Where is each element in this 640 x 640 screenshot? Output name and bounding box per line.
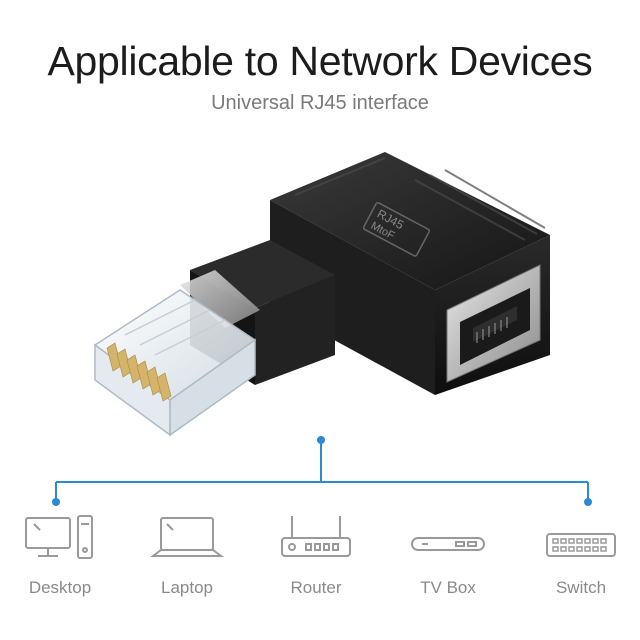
device-switch: Switch xyxy=(531,512,631,598)
device-label-desktop: Desktop xyxy=(28,578,92,597)
device-label-tv-box: TV Box xyxy=(420,578,476,597)
device-tv-box: TV Box xyxy=(398,512,498,598)
page-subtitle: Universal RJ45 interface xyxy=(211,92,429,114)
desktop-icon xyxy=(25,515,93,559)
router-icon xyxy=(281,516,351,557)
device-label-laptop: Laptop xyxy=(161,578,213,597)
rj45-adapter-illustration: RJ45 MtoF xyxy=(93,152,550,437)
device-router: Router xyxy=(266,512,366,598)
connector-lines xyxy=(52,436,592,506)
switch-icon xyxy=(546,533,616,557)
device-desktop: Desktop xyxy=(10,512,110,598)
laptop-icon xyxy=(150,517,224,557)
device-laptop: Laptop xyxy=(137,512,237,598)
device-label-switch: Switch xyxy=(555,578,607,597)
page-title: Applicable to Network Devices xyxy=(47,38,593,84)
tv-box-icon xyxy=(411,537,485,551)
device-label-router: Router xyxy=(290,578,342,597)
